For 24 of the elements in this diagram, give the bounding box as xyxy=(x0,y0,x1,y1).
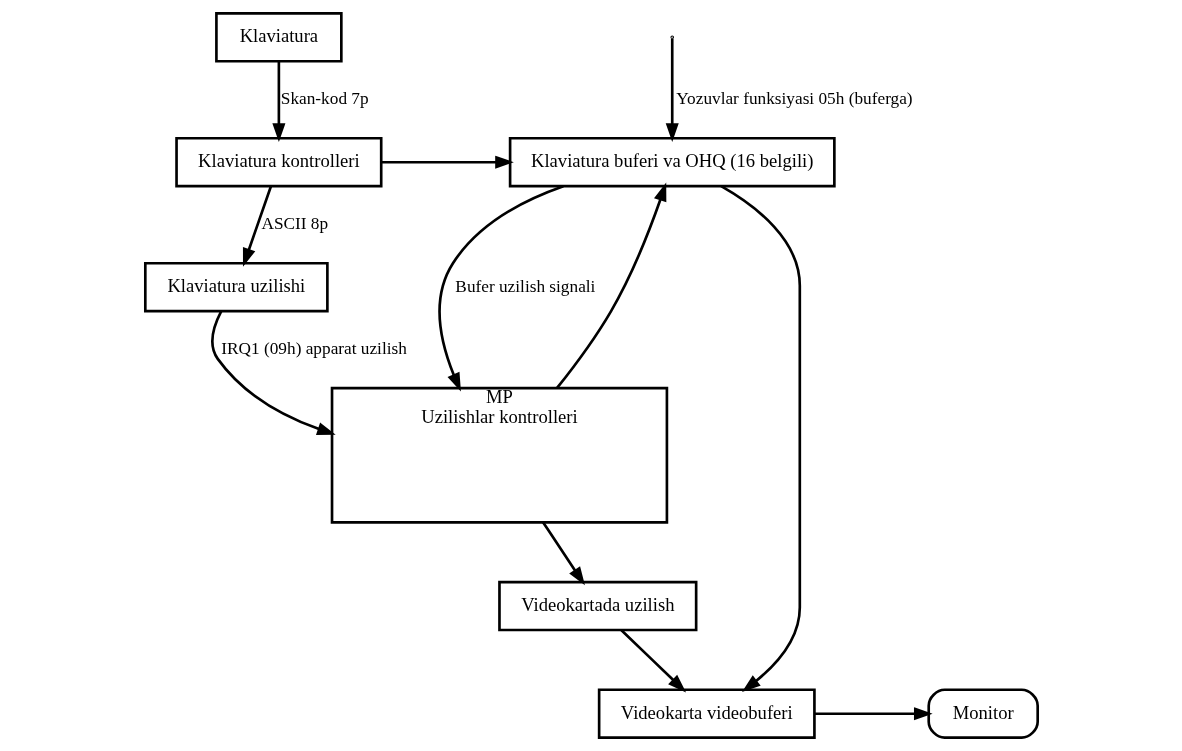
arrow xyxy=(620,629,686,693)
node-box: Klaviatura uzilishi xyxy=(143,261,329,313)
arrow xyxy=(380,155,514,169)
node-box: Videokartada uzilish xyxy=(497,580,697,632)
arrow xyxy=(271,61,285,142)
arrow xyxy=(541,521,585,586)
arrow xyxy=(720,185,801,692)
arrow xyxy=(814,707,933,721)
arrow xyxy=(210,310,336,435)
node-box: Klaviatura xyxy=(214,12,343,63)
edge-label: Yozuvlar funksiyasi 05h (buferga) xyxy=(675,89,913,109)
node-box: Videokarta videobuferi xyxy=(597,688,816,739)
edge-label: ASCII 8p xyxy=(260,214,328,234)
arrow xyxy=(665,38,679,142)
node-box: Monitor xyxy=(926,688,1039,739)
node-box: Klaviatura kontrolleri xyxy=(174,136,383,188)
arrow xyxy=(242,186,272,267)
node-box: MP Uzilishlar kontrolleri xyxy=(330,386,668,524)
edge-label: Bufer uzilish signali xyxy=(454,276,595,296)
edge-label: Skan-kod 7p xyxy=(280,89,369,109)
node-box: Klaviatura buferi va OHQ (16 belgili) xyxy=(508,136,836,188)
arrow xyxy=(555,182,666,389)
arrow xyxy=(437,185,564,392)
edge-label: IRQ1 (09h) apparat uzilish xyxy=(220,339,407,359)
